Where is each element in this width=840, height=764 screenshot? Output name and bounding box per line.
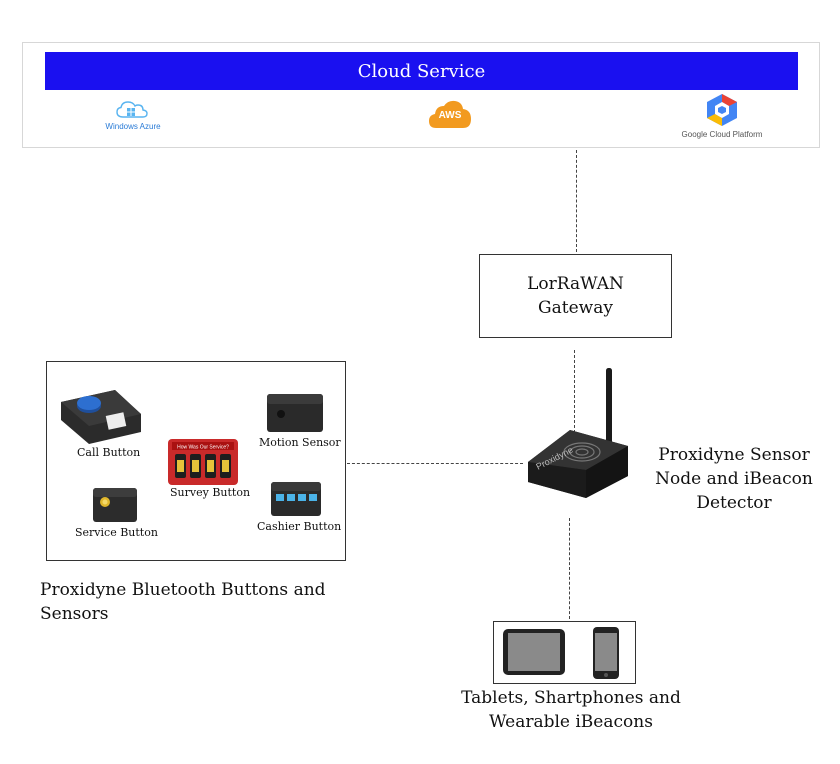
sensor-node-device-image: Proxidyne [528, 368, 628, 498]
motion-sensor-label: Motion Sensor [259, 436, 341, 449]
windows-azure-logo: Windows Azure [103, 97, 163, 131]
google-cloud-platform-logo: Google Cloud Platform [677, 93, 767, 139]
mobile-devices-caption: Tablets, Shartphones and Wearable iBeaco… [440, 686, 702, 734]
bluetooth-buttons-caption-line1: Proxidyne Bluetooth Buttons and [40, 580, 326, 600]
service-button-device-image [93, 488, 137, 522]
bluetooth-buttons-caption: Proxidyne Bluetooth Buttons and Sensors [40, 578, 326, 626]
antenna-icon [606, 368, 612, 454]
connector-cloud-gateway [576, 150, 577, 252]
connector-node-devices [569, 518, 570, 619]
sensor-node-caption: Proxidyne Sensor Node and iBeacon Detect… [652, 443, 816, 515]
call-button-label: Call Button [77, 446, 141, 459]
cashier-button-label: Cashier Button [257, 520, 342, 533]
motion-sensor-device-image [267, 394, 323, 432]
cloud-service-title: Cloud Service [45, 52, 798, 90]
bluetooth-buttons-box: Call Button Motion Sensor How Was Our Se… [46, 361, 346, 561]
google-cloud-platform-label: Google Cloud Platform [681, 130, 763, 139]
cloud-service-panel: Cloud Service Windows Azure AWS [22, 42, 820, 148]
mobile-devices-caption-line1: Tablets, Shartphones and [461, 688, 681, 708]
gateway-label-line1: LorRaWAN [527, 274, 624, 294]
call-button-device-image [61, 390, 141, 444]
cashier-button-device-image [271, 482, 321, 516]
mobile-devices-box [493, 621, 636, 684]
survey-button-device-image: How Was Our Service? [168, 439, 238, 485]
tablet-icon [503, 629, 565, 675]
gateway-label-line2: Gateway [538, 298, 613, 318]
google-cloud-hexagon-icon [707, 94, 737, 126]
connector-gateway-node [574, 350, 575, 438]
smartphone-icon [593, 627, 619, 679]
azure-cloud-icon [116, 101, 148, 118]
sensor-node-caption-line3: Detector [696, 493, 772, 513]
mobile-devices-caption-line2: Wearable iBeacons [489, 712, 653, 732]
sensor-node-caption-line1: Proxidyne Sensor [658, 445, 810, 465]
aws-cloud-logo: AWS [428, 98, 472, 130]
azure-label: Windows Azure [105, 122, 161, 131]
lorawan-gateway-box: LorRaWAN Gateway [479, 254, 672, 338]
survey-button-label: Survey Button [170, 486, 251, 499]
aws-label: AWS [438, 110, 462, 121]
svg-text:How Was Our Service?: How Was Our Service? [177, 445, 229, 451]
aws-cloud-icon [429, 100, 471, 128]
connector-buttons-node [347, 463, 523, 464]
bluetooth-buttons-caption-line2: Sensors [40, 604, 109, 624]
sensor-node-caption-line2: Node and iBeacon [655, 469, 813, 489]
service-button-label: Service Button [75, 526, 158, 539]
